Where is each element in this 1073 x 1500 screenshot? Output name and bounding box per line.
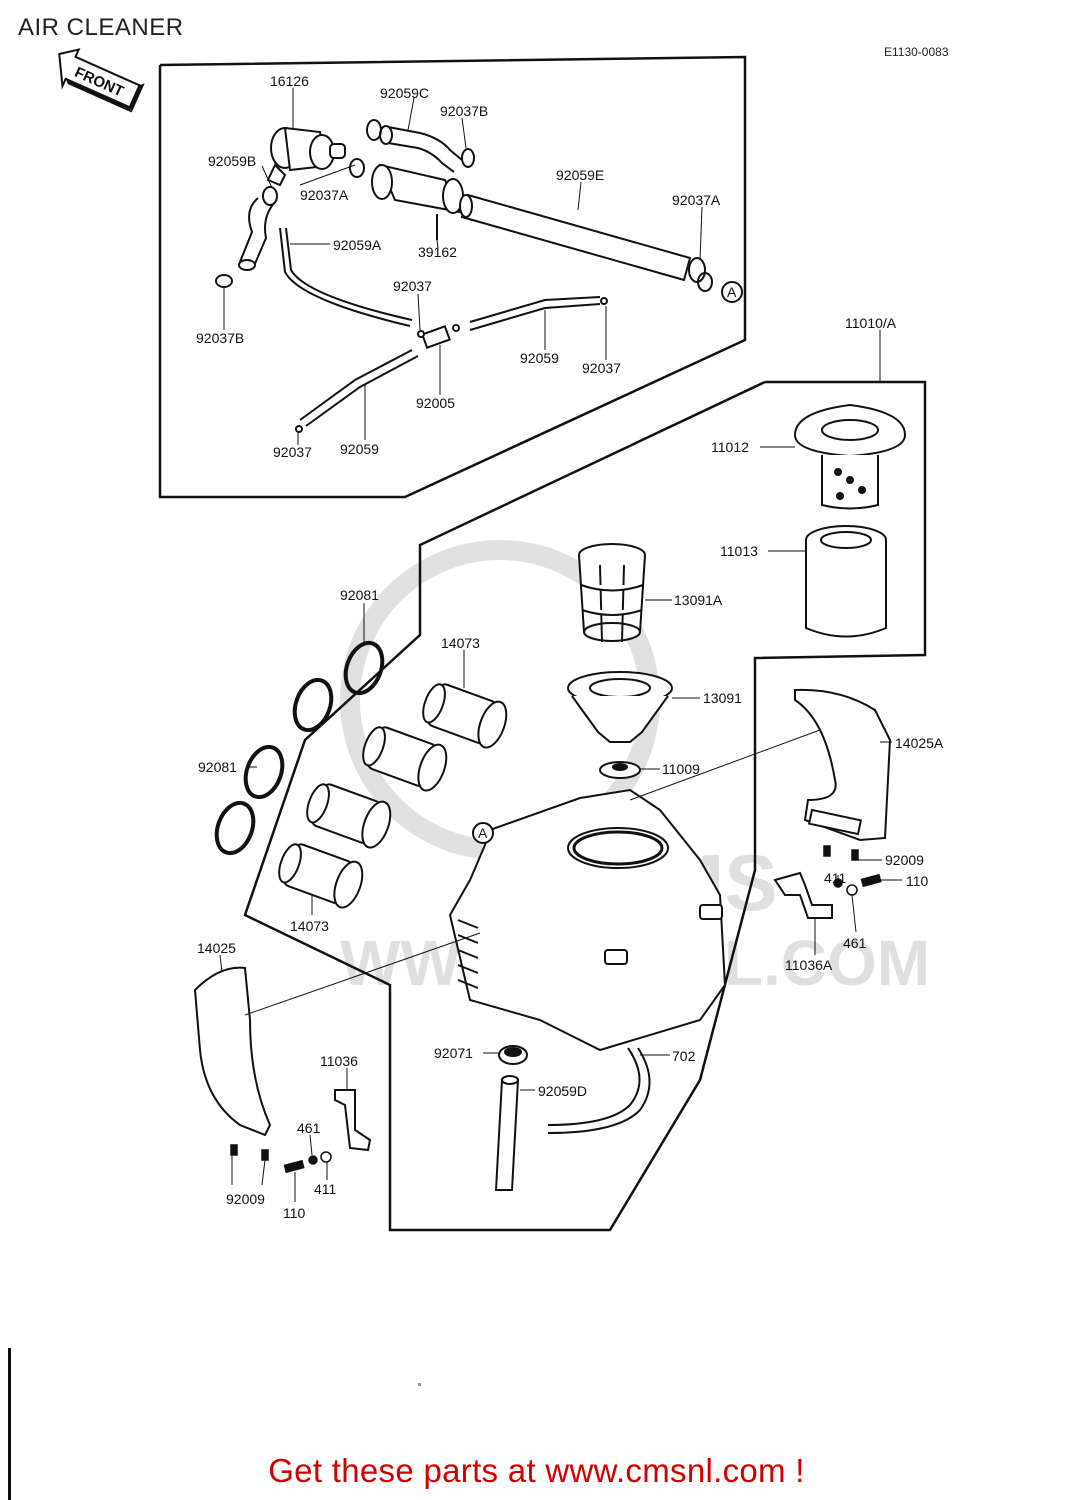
part-label-11036A: 11036A — [785, 957, 833, 973]
get-parts-link[interactable]: Get these parts at www.cmsnl.com ! — [268, 1452, 805, 1489]
part-label-92009-right: 92009 — [885, 852, 924, 868]
part-label-14073-bottom: 14073 — [290, 918, 329, 934]
part-label-92059B: 92059B — [208, 153, 256, 169]
hardware-right — [823, 845, 882, 896]
marker-a-top-text: A — [727, 284, 737, 300]
hose-92059E — [459, 193, 713, 292]
part-label-92009-left: 92009 — [226, 1191, 265, 1207]
page-title: AIR CLEANER — [18, 14, 184, 41]
filter-element-11013 — [805, 525, 887, 638]
bottom-group-frame — [243, 380, 927, 1232]
stray-dot — [418, 1383, 421, 1386]
part-label-11013: 11013 — [720, 543, 758, 559]
part-label-92005: 92005 — [416, 395, 455, 411]
joint-92005 — [417, 324, 460, 349]
part-label-92059C: 92059C — [380, 85, 429, 101]
intake-ducts-14073 — [278, 683, 508, 909]
orings-92081-left — [214, 744, 285, 856]
part-label-92059E: 92059E — [556, 167, 604, 183]
hose-92059B — [238, 197, 275, 271]
part-label-110-right: 110 — [906, 873, 929, 889]
part-label-16126: 16126 — [270, 73, 309, 89]
part-label-13091A: 13091A — [674, 592, 723, 608]
part-label-411-right: 411 — [824, 870, 847, 886]
silencer-39162 — [371, 163, 464, 240]
part-label-92059-bottom: 92059 — [340, 441, 379, 457]
part-label-411-left: 411 — [314, 1181, 337, 1197]
part-label-92071: 92071 — [434, 1045, 473, 1061]
part-label-92037-bottom: 92037 — [273, 444, 312, 460]
bracket-11036 — [334, 1089, 372, 1152]
diagram-code: E1130-0083 — [884, 45, 949, 59]
tube-92059-bottom — [295, 349, 419, 433]
part-label-14073-top: 14073 — [441, 635, 480, 651]
part-label-13091: 13091 — [703, 690, 742, 706]
part-label-92037-right: 92037 — [582, 360, 621, 376]
part-label-92059D: 92059D — [538, 1083, 587, 1099]
leader-lines — [219, 88, 902, 1202]
front-arrow-badge: FRONT — [58, 48, 145, 113]
tube-92059A — [279, 227, 413, 327]
hardware-left — [230, 1144, 332, 1174]
part-label-39162: 39162 — [418, 244, 457, 260]
part-label-11012: 11012 — [711, 439, 749, 455]
part-label-14025A: 14025A — [895, 735, 944, 751]
hose-702 — [547, 1047, 651, 1134]
tube-92059-right — [469, 296, 608, 331]
part-label-14025: 14025 — [197, 940, 236, 956]
part-label-92059A: 92059A — [333, 237, 382, 253]
base-13091 — [567, 671, 673, 743]
part-label-92037A-left: 92037A — [300, 187, 349, 203]
clamps-top — [262, 119, 475, 206]
part-label-92059-right: 92059 — [520, 350, 559, 366]
top-group-frame — [158, 55, 747, 499]
part-label-11010A: 11010/A — [845, 315, 897, 331]
drain-tube-92059D — [494, 1075, 520, 1191]
part-label-461-left: 461 — [297, 1120, 321, 1136]
part-label-92081-left: 92081 — [198, 759, 237, 775]
guard-14025A — [794, 688, 892, 842]
part-label-92037A-right: 92037A — [672, 192, 721, 208]
part-label-92037-mid: 92037 — [393, 278, 432, 294]
grommet-11009 — [599, 761, 641, 779]
part-label-92037B-left: 92037B — [196, 330, 244, 346]
marker-a-body-text: A — [478, 825, 488, 841]
guard-14025 — [193, 966, 272, 1137]
left-edge-bar — [8, 1348, 11, 1500]
part-label-92037B-top: 92037B — [440, 103, 488, 119]
part-label-11036: 11036 — [320, 1053, 358, 1069]
part-label-110-left: 110 — [283, 1205, 306, 1221]
part-label-11009: 11009 — [662, 761, 700, 777]
clamp-92037B-left — [215, 274, 233, 288]
cap-11012 — [793, 403, 907, 510]
bracket-11036A — [773, 871, 833, 919]
part-label-461-right: 461 — [843, 935, 867, 951]
marker-a-body: A — [472, 822, 494, 844]
hose-92059C — [379, 125, 463, 173]
part-label-702: 702 — [672, 1048, 696, 1064]
hose-fitting-16126 — [266, 126, 346, 187]
part-labels: 16126 92059C 92037B 92059B 92037A 92059E… — [196, 73, 944, 1221]
air-box-housing — [448, 788, 727, 1052]
seal-92071 — [498, 1045, 528, 1065]
part-label-92081-top: 92081 — [340, 587, 379, 603]
filter-cage-13091A — [578, 543, 646, 643]
orings-92081-top — [292, 640, 385, 733]
marker-a-top: A — [721, 281, 743, 303]
